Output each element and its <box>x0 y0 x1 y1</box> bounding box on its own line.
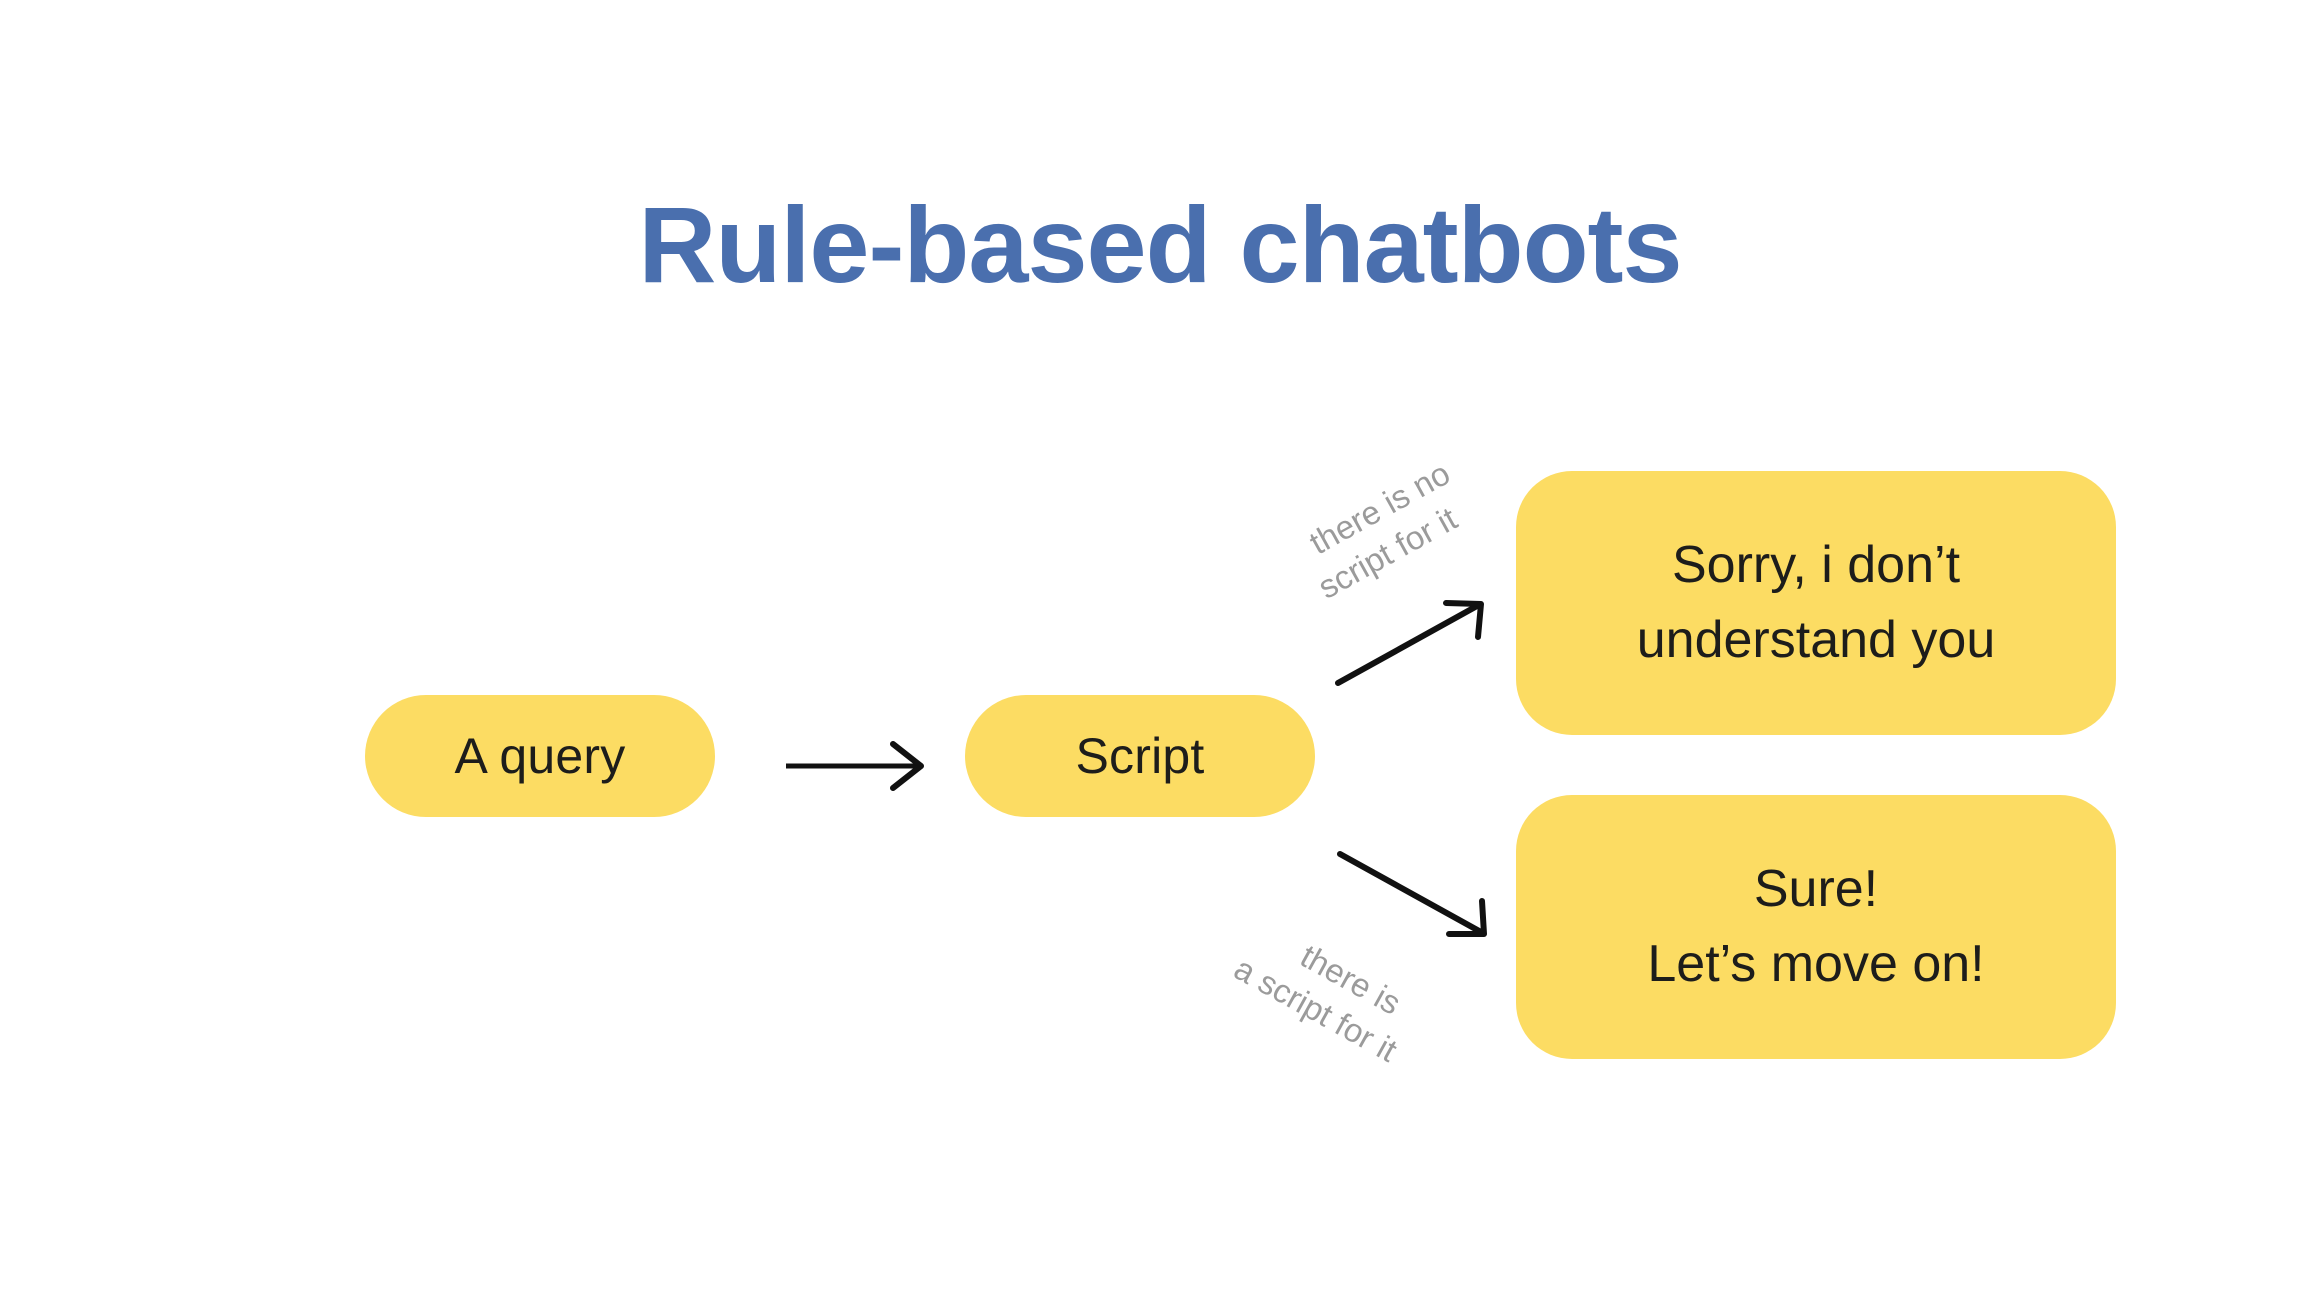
page-title: Rule-based chatbots <box>638 184 1682 305</box>
node-a-query: A query <box>365 695 715 817</box>
arrow-right-icon <box>786 741 924 791</box>
bubble-no-script-line-2: understand you <box>1636 611 1996 669</box>
bubble-has-script-line-2: Let’s move on! <box>1647 935 1985 993</box>
arrow-down-right-icon <box>1337 851 1487 937</box>
edge-label-has-script: there is a script for it <box>1226 910 1425 1072</box>
bubble-no-script-line-1: Sorry, i don’t <box>1671 535 1961 594</box>
node-script: Script <box>965 695 1315 817</box>
node-script-label: Script <box>1075 728 1205 784</box>
bubble-has-script-response: Sure! Let’s move on! <box>1516 795 2116 1059</box>
bubble-has-script-line-1: Sure! <box>1753 859 1879 918</box>
arrow-up-right-icon <box>1335 600 1484 686</box>
edge-label-no-script: there is no script for it <box>1290 453 1479 610</box>
node-a-query-label: A query <box>454 728 626 784</box>
bubble-no-script-response: Sorry, i don’t understand you <box>1516 471 2116 735</box>
